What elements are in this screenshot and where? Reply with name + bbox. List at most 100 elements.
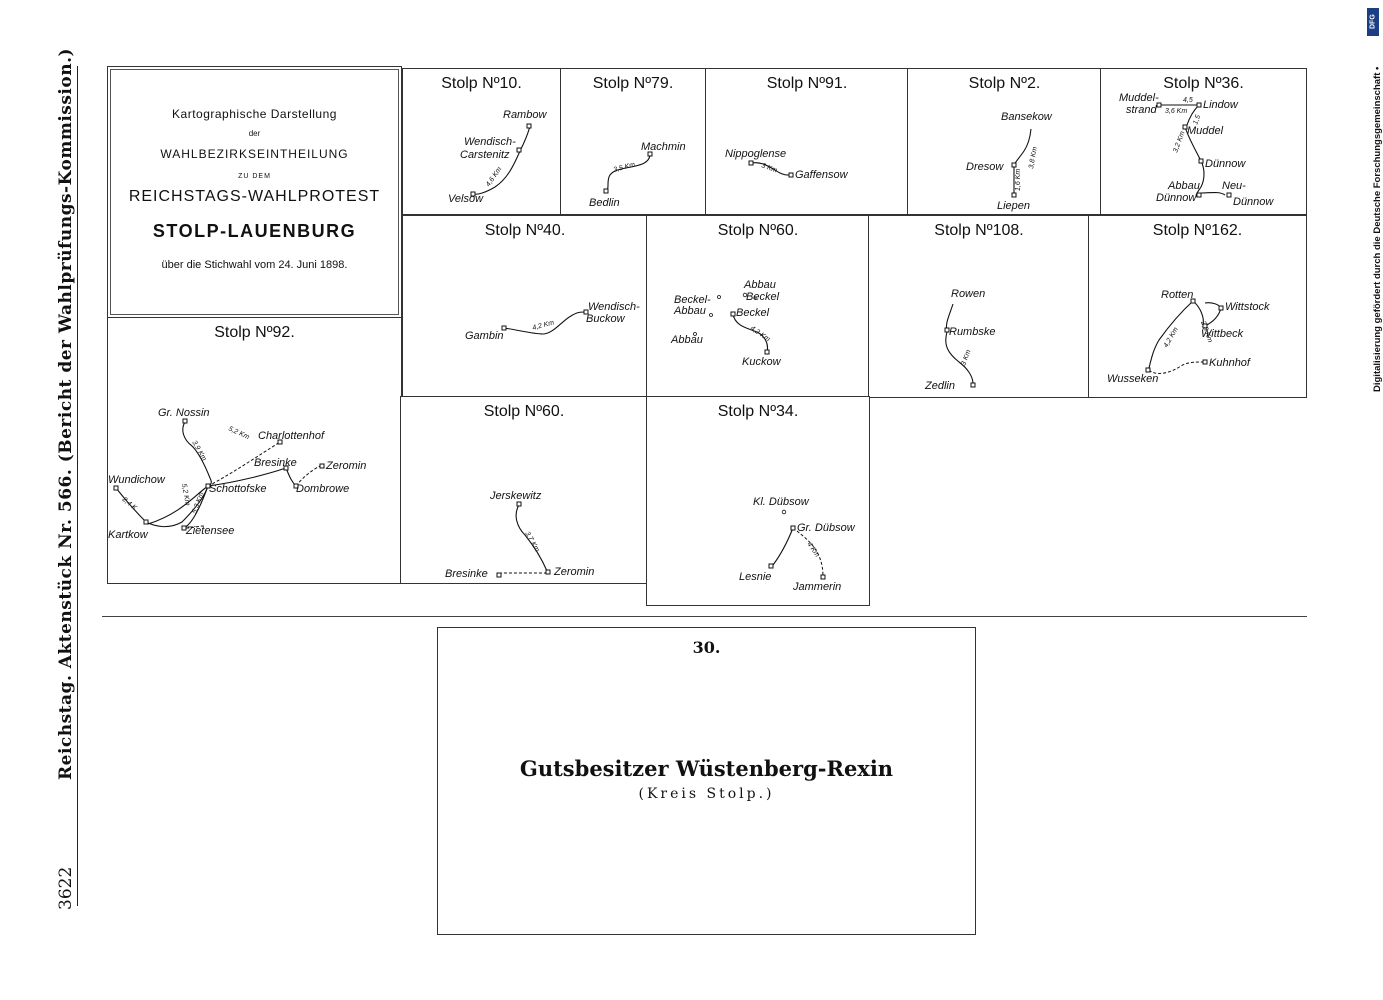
route-map: Machmin Bedlin 3,5 Km <box>589 141 686 209</box>
map-title: Stolp Nº2. <box>968 75 1041 92</box>
place-label: Dombrowe <box>296 483 349 495</box>
place-label: Bresinke <box>445 568 488 580</box>
route-map: Gr. Nossin Charlottenhof Bresinke Zeromi… <box>108 407 366 541</box>
place-label: Kartkow <box>108 529 149 541</box>
map-stolp-60-b: Stolp Nº60. Jerskewitz Bresinke Zeromin … <box>400 396 648 584</box>
route-map: Abbau Beckel Beckel- Abbau Beckel Abbau … <box>670 279 782 368</box>
place-label: Rumbske <box>949 326 995 338</box>
map-title: Stolp Nº108. <box>934 222 1024 239</box>
section-divider <box>102 616 1307 617</box>
route-map: Kl. Dübsow Gr. Dübsow Lesnie Jammerin 4 … <box>739 496 856 593</box>
place-label: Carstenitz <box>460 149 510 161</box>
distance-label: 4 Km <box>805 541 820 559</box>
dfg-logo: DFG <box>1367 8 1379 36</box>
place-label: Bansekow <box>1001 111 1053 123</box>
place-label: Dünnow <box>1205 158 1246 170</box>
place-label: Charlottenhof <box>258 430 325 442</box>
section-heading: Gutsbesitzer Wüstenberg-Rexin <box>519 756 894 781</box>
place-label: Abbau <box>670 334 703 346</box>
distance-label: 1,5 <box>1192 114 1202 126</box>
distance-label: 5,2 Km <box>180 483 191 506</box>
place-label: Nippoglense <box>725 148 786 160</box>
map-stolp-40: Stolp Nº40. Gambin Wendisch- Buckow 4,2 … <box>402 215 648 398</box>
place-label: Abbau <box>673 305 706 317</box>
place-label: Zietensee <box>185 525 234 537</box>
distance-label: 3,6 Km <box>1165 108 1187 115</box>
place-label: Kl. Dübsow <box>753 496 810 508</box>
place-label: Wendisch- <box>464 136 516 148</box>
place-label: Wendisch- <box>588 301 640 313</box>
place-label: Muddel- <box>1119 92 1159 104</box>
distance-label: 3,8 Km <box>1028 146 1039 169</box>
place-label: Abbau <box>1167 180 1200 192</box>
digitization-note: Digitalisierung gefördert durch die Deut… <box>1372 66 1383 392</box>
place-label: Liepen <box>997 200 1030 212</box>
place-label: Gaffensow <box>795 169 849 181</box>
distance-label: 4,2 Km <box>1163 326 1180 349</box>
intro-line-4: ZU DEM <box>238 173 271 180</box>
map-stolp-34: Stolp Nº34. Kl. Dübsow Gr. Dübsow Lesnie… <box>646 396 870 606</box>
place-label: Dresow <box>966 161 1004 173</box>
route-map: Muddel- strand Lindow Muddel Dünnow Abba… <box>1119 92 1274 208</box>
place-label: Rambow <box>503 109 547 121</box>
map-title: Stolp Nº162. <box>1152 222 1243 239</box>
place-label: Lindow <box>1203 99 1239 111</box>
intro-line-1: Kartographische Darstellung <box>172 107 337 121</box>
place-label: Wundichow <box>108 474 166 486</box>
place-label: Lesnie <box>739 571 771 583</box>
place-label: Bresinke <box>254 457 297 469</box>
place-label: Zeromin <box>553 566 594 578</box>
place-label: Gambin <box>465 330 504 342</box>
distance-label: 4,5 <box>1183 97 1193 104</box>
map-title: Stolp Nº10. <box>441 75 522 92</box>
distance-label: 3,2 Km <box>1172 130 1186 153</box>
place-label: Neu- <box>1222 180 1246 192</box>
distance-label: 4,2 Km <box>532 319 555 332</box>
map-title: Stolp Nº60. <box>717 222 799 239</box>
route-map: Jerskewitz Bresinke Zeromin 3,7 Km <box>445 490 594 580</box>
intro-line-3: WAHLBEZIRKSEINTHEILUNG <box>160 147 349 161</box>
distance-label: 3 Km <box>760 162 778 174</box>
map-title: Stolp Nº92. <box>214 324 295 341</box>
place-label: Velsow <box>448 193 484 205</box>
place-label: Gr. Dübsow <box>797 522 856 534</box>
distance-label: 2,4 K <box>120 496 138 513</box>
place-label: Zedlin <box>924 380 955 392</box>
place-label: Kuckow <box>742 356 782 368</box>
route-map: Rotten Wittstock Wittbeck Kuhnhof Wussek… <box>1107 289 1270 385</box>
map-stolp-60-a: Stolp Nº60. Abbau Beckel Beckel- Abbau B… <box>646 215 870 398</box>
place-label: Muddel <box>1187 125 1224 137</box>
route-map: Bansekow Dresow Liepen 3,8 Km 1,6 Km <box>966 111 1053 212</box>
place-label: Dünnow <box>1156 192 1197 204</box>
distance-label: 4,6 Km <box>485 166 504 188</box>
intro-line-6: STOLP-LAUENBURG <box>152 221 357 241</box>
place-label: Bedlin <box>589 197 620 209</box>
distance-label: 3,7 Km <box>523 531 540 554</box>
place-label: Rotten <box>1161 289 1193 301</box>
route-map: Gambin Wendisch- Buckow 4,2 Km <box>465 301 640 342</box>
place-label: Abbau <box>743 279 776 291</box>
place-label: Machmin <box>641 141 686 153</box>
margin-rule <box>77 66 78 906</box>
place-label: Gr. Nossin <box>158 407 210 419</box>
place-label: Kuhnhof <box>1209 357 1251 369</box>
place-label: Wittbeck <box>1201 328 1244 340</box>
place-label: Jammerin <box>792 581 841 593</box>
distance-label: 4,2 Km <box>749 325 771 344</box>
section-subheading: (Kreis Stolp.) <box>638 786 775 802</box>
distance-label: 5,3 Km <box>191 491 205 514</box>
map-stolp-91: Stolp Nº91. Nippoglense Gaffensow 3 Km <box>705 68 909 215</box>
place-label: Wittstock <box>1225 301 1270 313</box>
distance-label: 3,5 Km <box>613 161 636 174</box>
intro-panel: Kartographische Darstellung der WAHLBEZI… <box>107 66 402 318</box>
place-label: Schottofske <box>209 483 266 495</box>
map-stolp-2: Stolp Nº2. Bansekow Dresow Liepen 3,8 Km… <box>907 68 1102 215</box>
route-map: Rambow Wendisch- Carstenitz Velsow 4,6 K… <box>448 109 547 205</box>
place-label: Dünnow <box>1233 196 1274 208</box>
distance-label: 5,2 Km <box>227 425 250 441</box>
map-title: Stolp Nº79. <box>592 75 674 92</box>
map-title: Stolp Nº34. <box>717 403 799 420</box>
map-stolp-79: Stolp Nº79. Machmin Bedlin 3,5 Km <box>560 68 706 215</box>
map-title: Stolp Nº91. <box>766 75 848 92</box>
place-label: Beckel <box>736 307 770 319</box>
